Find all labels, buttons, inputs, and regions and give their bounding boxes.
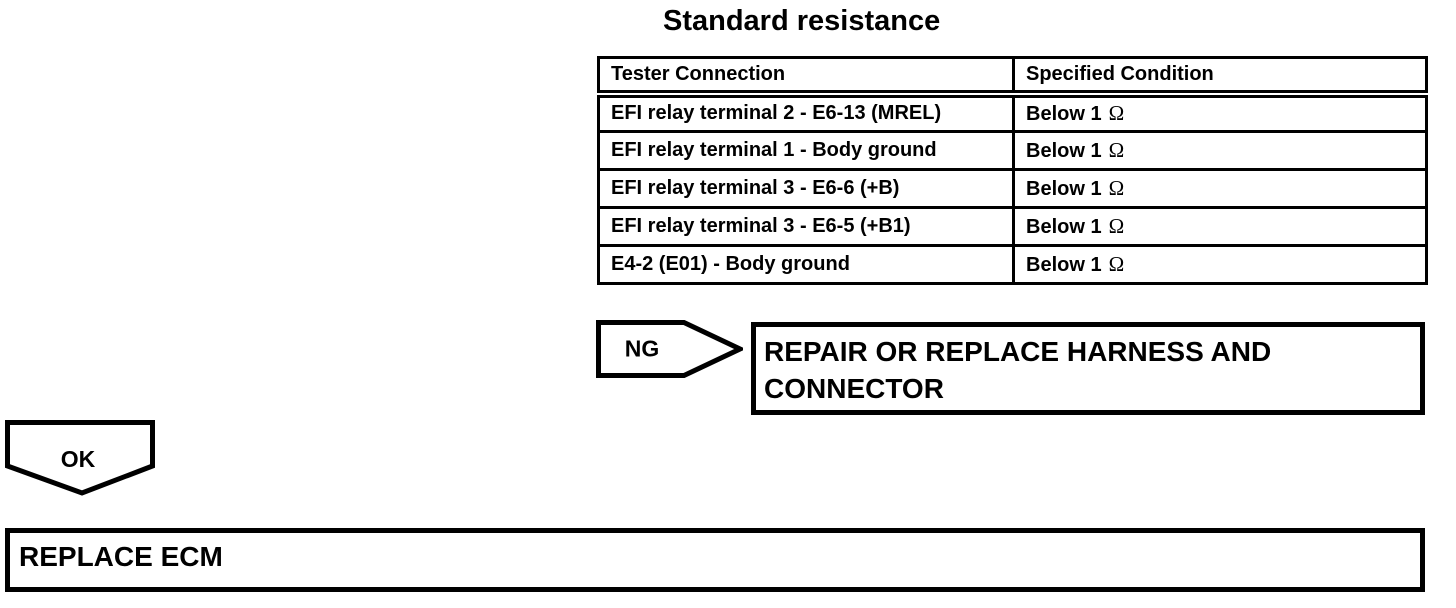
specified-condition-cell: Below 1 Ω bbox=[1012, 244, 1428, 285]
column-header-tester-connection: Tester Connection bbox=[597, 56, 1015, 98]
ng-branch-arrow: NG bbox=[596, 320, 743, 378]
ok-branch-arrow: OK bbox=[5, 420, 155, 496]
tester-connection-cell: E4-2 (E01) - Body ground bbox=[597, 244, 1015, 285]
right-arrow-pentagon-icon bbox=[596, 320, 743, 378]
condition-value: Below 1 bbox=[1026, 216, 1102, 238]
ohm-symbol: Ω bbox=[1108, 101, 1125, 126]
table-row: EFI relay terminal 2 - E6-13 (MREL) Belo… bbox=[597, 92, 1428, 133]
table-row: EFI relay terminal 3 - E6-6 (+B) Below 1… bbox=[597, 168, 1428, 209]
ohm-symbol: Ω bbox=[1108, 176, 1125, 200]
tester-connection-cell: EFI relay terminal 3 - E6-5 (+B1) bbox=[597, 206, 1015, 247]
ohm-symbol: Ω bbox=[1108, 138, 1125, 162]
ng-action-box: REPAIR OR REPLACE HARNESS AND CONNECTOR bbox=[751, 322, 1425, 415]
page-title: Standard resistance bbox=[663, 5, 941, 37]
column-header-specified-condition: Specified Condition bbox=[1012, 56, 1428, 98]
specified-condition-cell: Below 1 Ω bbox=[1012, 168, 1428, 209]
standard-resistance-table: Tester Connection Specified Condition EF… bbox=[597, 56, 1428, 285]
condition-value: Below 1 bbox=[1026, 254, 1102, 276]
ng-action-line2: CONNECTOR bbox=[764, 373, 944, 404]
condition-value: Below 1 bbox=[1026, 140, 1102, 162]
tester-connection-cell: EFI relay terminal 2 - E6-13 (MREL) bbox=[597, 92, 1015, 133]
ng-label: NG bbox=[624, 335, 660, 362]
table-header-row: Tester Connection Specified Condition bbox=[597, 56, 1428, 98]
specified-condition-cell: Below 1 Ω bbox=[1012, 206, 1428, 247]
down-arrow-pentagon-icon bbox=[5, 420, 155, 496]
table-row: EFI relay terminal 1 - Body ground Below… bbox=[597, 130, 1428, 171]
condition-value: Below 1 bbox=[1026, 178, 1102, 200]
tester-connection-cell: EFI relay terminal 1 - Body ground bbox=[597, 130, 1015, 171]
ohm-symbol: Ω bbox=[1108, 252, 1125, 276]
ok-action-text: REPLACE ECM bbox=[19, 541, 223, 572]
table-row: EFI relay terminal 3 - E6-5 (+B1) Below … bbox=[597, 206, 1428, 247]
ok-action-box: REPLACE ECM bbox=[5, 528, 1425, 592]
ng-action-line1: REPAIR OR REPLACE HARNESS AND bbox=[764, 336, 1272, 367]
specified-condition-cell: Below 1 Ω bbox=[1012, 130, 1428, 171]
condition-value: Below 1 bbox=[1026, 103, 1102, 126]
tester-connection-cell: EFI relay terminal 3 - E6-6 (+B) bbox=[597, 168, 1015, 209]
ok-label: OK bbox=[60, 446, 96, 472]
table-row: E4-2 (E01) - Body ground Below 1 Ω bbox=[597, 244, 1428, 285]
specified-condition-cell: Below 1 Ω bbox=[1012, 92, 1428, 133]
ohm-symbol: Ω bbox=[1108, 214, 1125, 238]
